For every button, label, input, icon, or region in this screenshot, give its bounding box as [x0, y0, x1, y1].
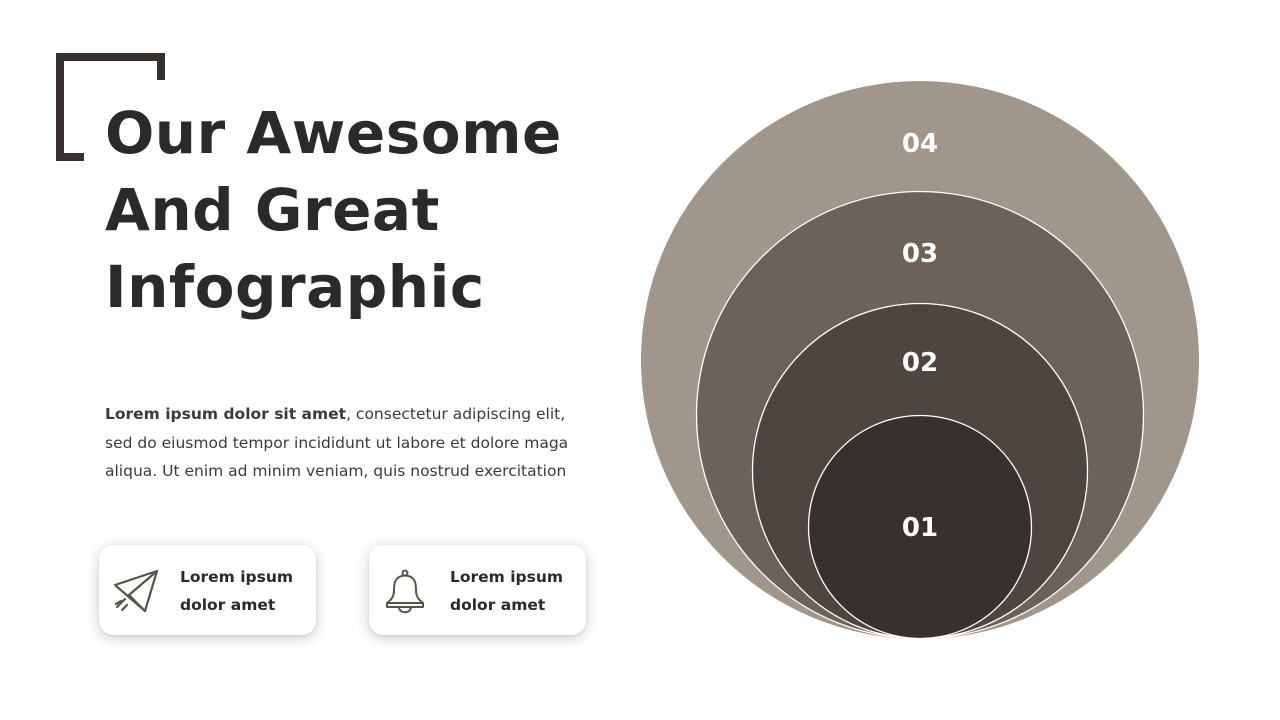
feature-card-1-line-2: dolor amet — [180, 596, 276, 614]
feature-card-1-line-1: Lorem ipsum — [180, 568, 294, 586]
circle-01 — [807, 414, 1033, 640]
feature-card-1: Lorem ipsum dolor amet — [99, 545, 316, 635]
circle-01-label: 01 — [902, 513, 938, 543]
feature-card-2-line-1: Lorem ipsum — [450, 568, 564, 586]
feature-card-2-label: Lorem ipsum dolor amet — [450, 563, 563, 619]
bell-icon — [386, 569, 424, 614]
title-line-1: Our Awesome — [105, 99, 562, 167]
circle-04-label: 04 — [902, 129, 938, 159]
description-bold-lead: Lorem ipsum dolor sit amet — [105, 405, 347, 423]
paper-plane-icon — [113, 569, 159, 613]
title-line-3: Infographic — [105, 253, 485, 321]
title-line-2: And Great — [105, 176, 440, 244]
description-text: , consectetur adipiscing elit, sed do ei… — [105, 405, 569, 480]
circle-02-label: 02 — [902, 348, 938, 378]
page-title: Our Awesome And Great Infographic — [105, 95, 562, 326]
feature-card-2-line-2: dolor amet — [450, 596, 546, 614]
description-paragraph: Lorem ipsum dolor sit amet, consectetur … — [105, 400, 585, 486]
feature-card-2: Lorem ipsum dolor amet — [369, 545, 586, 635]
circle-03-label: 03 — [902, 239, 938, 269]
feature-card-1-label: Lorem ipsum dolor amet — [180, 563, 293, 619]
